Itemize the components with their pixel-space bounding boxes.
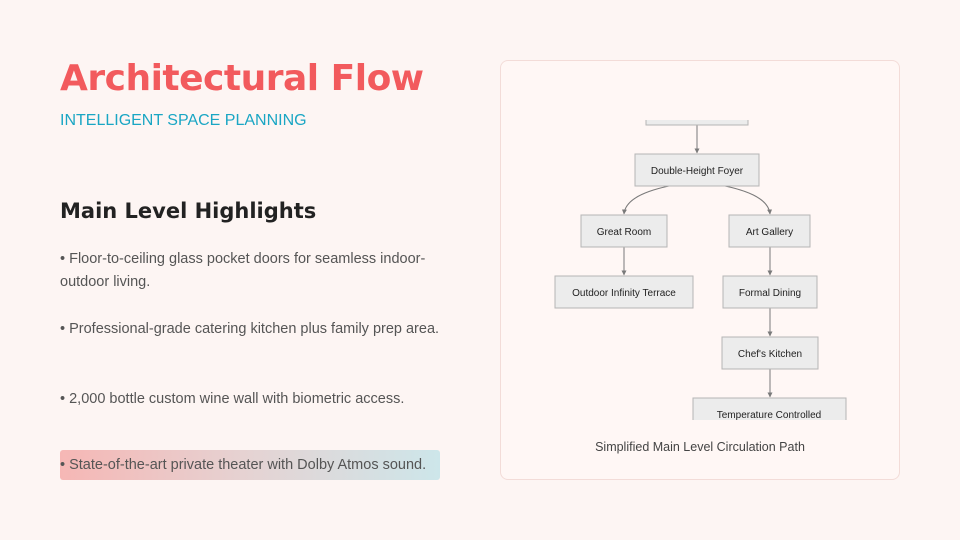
node-temp-box: [692, 397, 847, 420]
node-foyer-box: [634, 153, 760, 187]
node-terrace-label: Outdoor Infinity Terrace: [572, 288, 676, 299]
section-heading: Main Level Highlights: [60, 199, 317, 223]
highlight-bullet-wine-wall: • 2,000 bottle custom wine wall with bio…: [60, 391, 405, 407]
node-art-gallery-box: [728, 214, 811, 248]
circulation-diagram: Double-Height Foyer Great Room Art Galle…: [554, 120, 847, 421]
highlight-bullet-kitchen: • Professional-grade catering kitchen pl…: [60, 321, 440, 337]
diagram-panel: Double-Height Foyer Great Room Art Galle…: [500, 60, 900, 480]
highlight-bullet-glass-doors: • Floor-to-ceiling glass pocket doors fo…: [60, 251, 426, 290]
diagram-caption: Simplified Main Level Circulation Path: [595, 440, 805, 454]
node-great-room-box: [580, 214, 668, 248]
node-terrace-box: [554, 275, 694, 309]
node-dining-box: [722, 275, 818, 309]
node-temp-label: Temperature Controlled: [717, 410, 822, 421]
node-dining-label: Formal Dining: [739, 288, 801, 299]
node-great-room-label: Great Room: [597, 227, 651, 238]
edge-foyer-gallery: [724, 185, 773, 215]
page-title: Architectural Flow: [60, 58, 424, 99]
highlight-bullet-theater: • State-of-the-art private theater with …: [60, 450, 440, 480]
node-entry: [645, 120, 749, 126]
node-foyer-label: Double-Height Foyer: [651, 166, 744, 177]
edge-foyer-greatroom: [621, 185, 670, 215]
node-art-gallery-label: Art Gallery: [746, 227, 793, 238]
node-kitchen-label: Chef's Kitchen: [738, 349, 802, 360]
node-kitchen-box: [721, 336, 819, 370]
page-subtitle: INTELLIGENT SPACE PLANNING: [60, 112, 307, 129]
